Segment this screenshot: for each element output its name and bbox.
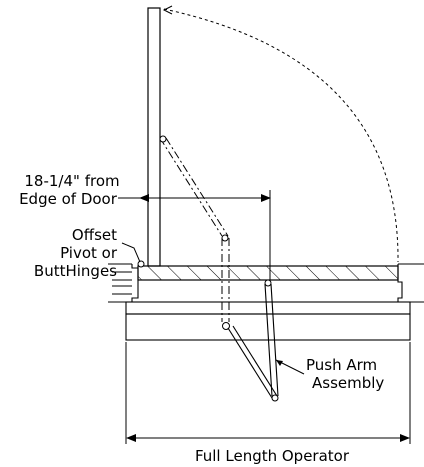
push-arm-label-line2: Assembly <box>312 374 384 392</box>
hinge-label-line1: Offset <box>72 226 117 244</box>
open-door <box>147 7 161 267</box>
arm-open-position <box>159 137 230 322</box>
push-arm-leader-arrow <box>276 360 283 366</box>
closed-door <box>137 265 399 281</box>
arm-closed-position <box>227 283 279 399</box>
left-jamb <box>108 263 139 303</box>
arm-open-pivot-bottom <box>222 322 230 330</box>
operator-label: Full Length Operator <box>195 447 350 465</box>
dimension-label-line1: 18-1/4" from <box>24 172 119 190</box>
door-swing-arc <box>163 8 399 263</box>
swing-arc-arrow <box>162 5 173 15</box>
hinge-label-line3: ButtHinges <box>34 262 117 280</box>
dimension-label-line2: Edge of Door <box>19 190 118 208</box>
hinge-pivot-icon <box>137 260 145 268</box>
arm-closed-pivot-bottom <box>271 394 279 402</box>
hinge-leader <box>121 242 141 263</box>
arm-open-pivot-mid <box>221 234 229 242</box>
right-jamb <box>397 263 424 303</box>
arm-closed-pivot-top <box>264 279 272 287</box>
push-arm-label-line1: Push Arm <box>306 356 377 374</box>
hinge-label-line2: Pivot or <box>60 244 118 262</box>
arm-open-pivot-top <box>159 135 167 143</box>
